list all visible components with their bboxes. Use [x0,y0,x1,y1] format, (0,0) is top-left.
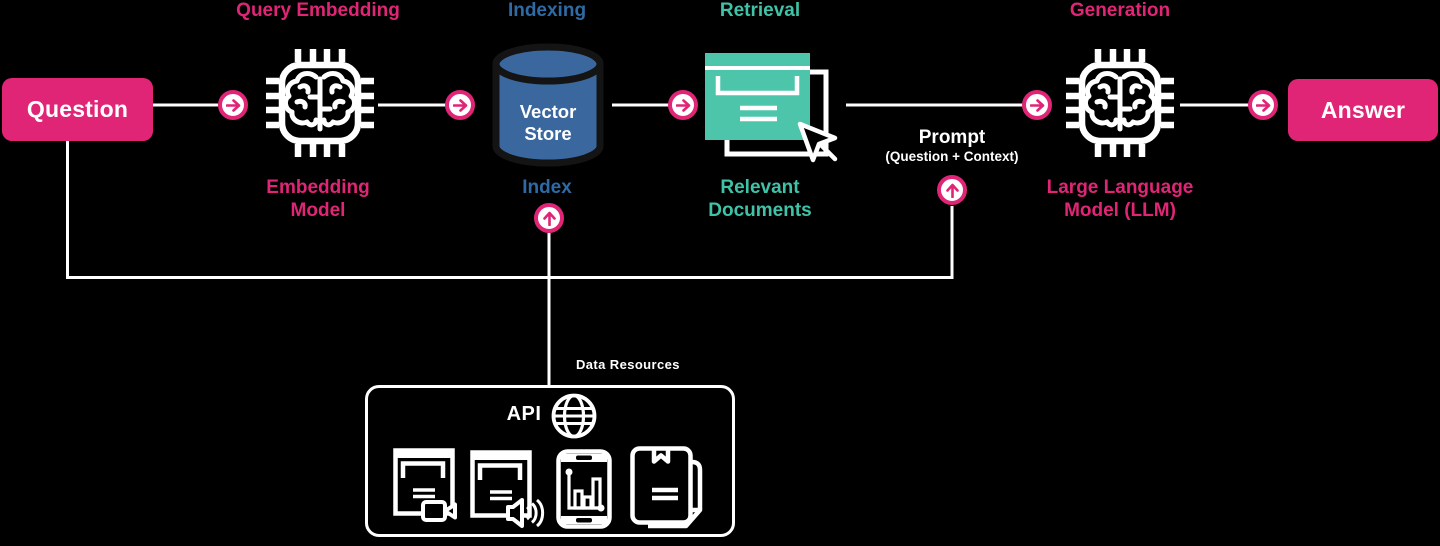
generation-heading: Generation [1069,0,1171,21]
index-up-arrow [534,203,564,233]
video-document-icon [393,448,457,522]
audio-document-icon [470,450,545,528]
indexing-heading: Indexing [507,0,587,21]
api-label: API [506,403,542,425]
index-label: Index [522,177,572,198]
retrieval-heading: Retrieval [719,0,801,21]
prompt-subtitle: (Question + Context) [885,149,1019,164]
answer-node: Answer [1288,79,1438,141]
arrow-right-icon [675,98,690,112]
embedding-model-label: Embedding Model [266,177,370,221]
data-resources-title: Data Resources [576,357,680,372]
flow-arrow-4 [1022,90,1052,120]
arrow-up-icon [945,183,959,198]
arrow-right-icon [1255,98,1270,112]
vector-store-label: Vector Store [519,101,577,144]
flow-arrow-3 [668,90,698,120]
mobile-analytics-icon [556,449,612,529]
relevant-documents-label: Relevant Documents [708,177,812,221]
globe-icon [551,393,597,439]
query-embedding-heading: Query Embedding [236,0,400,21]
database-icon [492,43,604,167]
brain-chip-icon [1066,49,1174,157]
prompt-label: Prompt [918,127,986,148]
brain-chip-icon [266,49,374,157]
arrow-right-icon [1029,98,1044,112]
prompt-up-arrow [937,175,967,205]
book-icon [630,446,703,529]
arrow-right-icon [452,98,467,112]
flow-arrow-5 [1248,90,1278,120]
llm-label: Large Language Model (LLM) [1046,177,1194,221]
arrow-up-icon [542,211,556,226]
browser-window-icon [705,53,838,163]
flow-arrow-1 [218,90,248,120]
cursor-icon [797,121,838,163]
flow-arrow-2 [445,90,475,120]
question-node: Question [2,78,153,141]
arrow-right-icon [225,98,240,112]
data-resources-box [365,385,735,537]
